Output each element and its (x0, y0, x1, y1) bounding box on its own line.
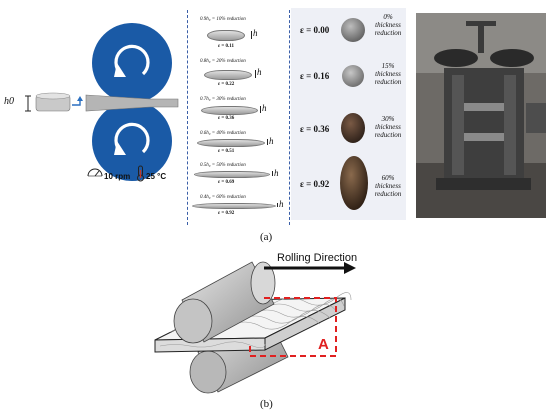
region-a-outline (249, 297, 337, 357)
h-bar (251, 31, 252, 39)
divider-right (289, 10, 290, 225)
top-roller (173, 261, 276, 344)
sample-disc (341, 18, 365, 42)
h-symbol: h (257, 67, 262, 77)
step-sheet (207, 30, 245, 41)
step-strain: ε = 0.11 (218, 44, 234, 49)
step-strain: ε = 0.69 (218, 180, 235, 185)
h-bar (277, 203, 278, 207)
step-label: 0.5h₀ = 50% reduction (200, 163, 246, 168)
sample-photos-panel: ε = 0.00 ε = 0.16 ε = 0.36 ε = 0.92 0%th… (291, 8, 406, 220)
step-label: 0.8h₀ = 20% reduction (200, 59, 246, 64)
h0-label: h0 (4, 96, 14, 107)
h-bar (267, 139, 268, 145)
sample-strain: ε = 0.00 (300, 25, 330, 35)
initial-sample (35, 92, 71, 112)
h-bar (260, 106, 261, 113)
sample-strain: ε = 0.16 (300, 71, 330, 81)
h-symbol: h (269, 136, 274, 146)
step-strain: ε = 0.22 (218, 82, 235, 87)
step-sheet (192, 203, 276, 209)
rolled-sheet (85, 94, 179, 112)
step-label: 0.7h₀ = 30% reduction (200, 97, 246, 102)
panel-b-caption: (b) (260, 398, 273, 410)
step-label: 0.9h₀ = 10% reduction (200, 17, 246, 22)
step-label: 0.6h₀ = 40% reduction (200, 131, 246, 136)
h-symbol: h (253, 28, 258, 38)
region-a-label: A (318, 336, 329, 353)
sample-disc (342, 65, 364, 87)
h-bar (272, 171, 273, 176)
sample-strain: ε = 0.92 (300, 179, 330, 189)
step-strain: ε = 0.36 (218, 116, 235, 121)
sample-strain: ε = 0.36 (300, 124, 330, 134)
thermometer-icon (137, 165, 144, 182)
h-symbol: h (262, 103, 267, 113)
reduction-steps: 0.9h₀ = 10% reduction h ε = 0.11 0.8h₀ =… (190, 0, 288, 230)
divider-left (187, 10, 188, 225)
panel-a-caption: (a) (260, 231, 273, 243)
rolling-direction-diagram (154, 261, 356, 394)
feed-arrow (72, 100, 81, 106)
speed-value: 10 rpm (104, 172, 131, 181)
step-sheet (204, 70, 252, 80)
sample-disc (340, 156, 368, 210)
sample-disc (341, 113, 365, 143)
step-label: 0.4h₀ = 60% reduction (200, 195, 246, 200)
rolling-mill-photo (416, 13, 546, 218)
rolling-schematic (25, 23, 179, 182)
h-symbol: h (274, 168, 279, 178)
temperature-value: 25 °C (146, 172, 167, 181)
step-sheet (197, 139, 265, 147)
step-sheet (201, 106, 258, 115)
sample-discs (340, 18, 368, 210)
step-strain: ε = 0.92 (218, 211, 235, 216)
bottom-roller (92, 101, 172, 181)
rolling-direction-arrow (264, 262, 356, 274)
speedometer-icon (87, 168, 103, 177)
rolling-direction-label: Rolling Direction (277, 252, 358, 264)
top-roller (92, 23, 172, 103)
step-sheet (194, 171, 270, 178)
rolling-mill-illustration (416, 13, 546, 218)
h-bar (255, 70, 256, 78)
h-symbol: h (279, 199, 284, 209)
step-strain: ε = 0.51 (218, 149, 235, 154)
